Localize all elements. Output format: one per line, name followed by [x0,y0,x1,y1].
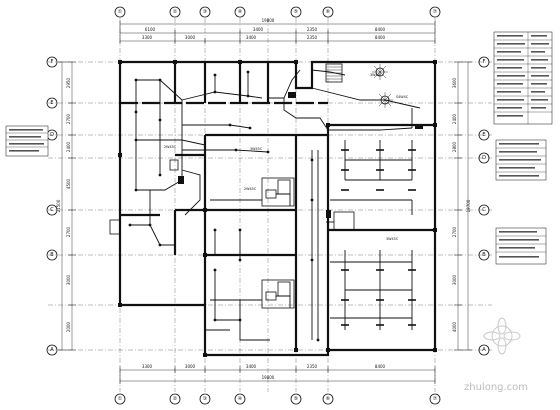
round-lamp-1 [372,64,388,80]
axis-top-5: ⑤ [294,9,298,15]
right-dim-2: 2400 [452,113,457,124]
axis-left-B: B [50,252,54,258]
right-dim-6: 4000 [452,321,457,332]
schedule-table-left [5,125,49,157]
left-dim-6: 3000 [66,274,71,285]
right-dim-5: 3000 [452,274,457,285]
axis-bubbles-bottom: ① ② ③ ④ ⑤ ⑥ ⑦ [114,393,441,405]
right-total-dim: 19700 [466,199,471,212]
bottom-dimensions: 3300 3000 3400 2350 8400 19800 [119,364,436,384]
top-dimensions: 19800 6100 3400 2350 8400 3300 3000 3400… [119,18,436,44]
watermark-flower-icon [483,317,521,355]
schedule-table-low-right [495,227,547,265]
grid-lines [48,18,492,392]
axis-bottom-6: ⑥ [326,396,331,402]
circuit-label-6: 3W45C [386,237,399,241]
axis-bottom-5: ⑤ [294,396,298,402]
left-dim-3: 2400 [66,141,71,152]
top-dim-4: 8400 [375,27,386,32]
axis-bottom-3: ③ [203,396,207,402]
top-total-dim: 19800 [262,18,275,23]
right-dim-4: 2700 [452,226,457,237]
bottom-dim-3: 3400 [246,364,257,369]
watermark-text: zhulong.com [464,382,528,393]
right-dimensions: 3600 2400 2800 2700 3000 4000 19700 [452,61,472,351]
circuit-label-5: 2W45C [244,187,257,191]
circuit-label-1: 3W45C [370,73,383,77]
axis-bubbles-left: F E D C B A [46,56,58,356]
axis-right-C: C [482,207,486,213]
schedule-table-top-right [493,31,553,125]
bottom-dim-1: 3300 [142,364,153,369]
axis-bottom-4: ④ [238,396,243,402]
axis-bubbles-top: ① ② ③ ④ ⑤ ⑥ ⑦ [114,6,441,18]
axis-top-6: ⑥ [326,9,331,15]
wiring-right-wing [330,140,413,330]
bottom-dim-2: 3000 [185,364,196,369]
axis-left-D: D [50,132,54,138]
left-dimensions: 2950 2700 2400 4500 2700 3000 2000 21500 [56,61,76,351]
wiring-left-wing [130,72,269,246]
staircase [325,63,343,83]
axis-top-1: ① [118,9,123,15]
left-total-dim: 21500 [56,199,61,212]
axis-top-3: ③ [203,9,207,15]
right-dim-3: 2800 [452,141,457,152]
axis-right-D: D [482,155,486,161]
fixture-blocks [109,159,355,309]
axis-top-4: ④ [238,9,243,15]
top-dim-3: 2350 [307,27,318,32]
top-detail-dim-5: 8400 [375,35,386,40]
axis-left-A: A [50,347,54,353]
columns [118,60,437,357]
bottom-dim-4: 2350 [307,364,318,369]
axis-left-C: C [50,207,54,213]
schedule-table-mid-right [495,139,547,181]
wiring-bottom-rooms [205,230,270,341]
building-walls [118,60,437,357]
bottom-total-dim: 19800 [262,375,275,380]
fluorescent-lamps [341,149,416,326]
light-fixtures [128,70,320,342]
top-detail-dim-4: 2350 [307,35,318,40]
left-dim-1: 2950 [66,77,71,88]
right-dim-1: 3600 [452,77,457,88]
top-dim-2: 3400 [253,27,264,32]
left-dim-4: 4500 [66,178,71,189]
axis-bottom-1: ① [118,396,123,402]
axis-right-E: E [482,132,485,138]
axis-right-B: B [482,252,486,258]
axis-top-2: ② [173,9,178,15]
wiring-corridor [268,69,421,340]
axis-bottom-7: ⑦ [433,396,438,402]
left-dim-7: 2000 [66,321,71,332]
axis-bubbles-right: F E D C B A [478,56,490,356]
axis-left-F: F [51,59,54,65]
left-dim-2: 2700 [66,113,71,124]
distribution-boxes [178,92,423,218]
axis-top-7: ⑦ [433,9,438,15]
top-detail-dim-3: 3400 [246,35,257,40]
circuit-label-4: 3W45C [250,147,263,151]
axis-right-A: A [482,347,486,353]
top-dim-1: 6100 [145,27,156,32]
axis-left-E: E [50,100,53,106]
bottom-dim-5: 8400 [375,364,386,369]
circuit-labels: 3W45C S4W4C 2W45C 3W45C 2W45C 3W45C [164,73,409,241]
left-dim-5: 2700 [66,226,71,237]
top-detail-dim-2: 3000 [185,35,196,40]
circuit-label-2: S4W4C [396,95,409,99]
top-detail-dim-1: 3300 [142,35,153,40]
axis-right-F: F [483,59,486,65]
axis-bottom-2: ② [173,396,178,402]
watermark: zhulong.com [464,317,528,393]
circuit-label-3: 2W45C [164,145,177,149]
round-lamp-2 [377,92,393,108]
